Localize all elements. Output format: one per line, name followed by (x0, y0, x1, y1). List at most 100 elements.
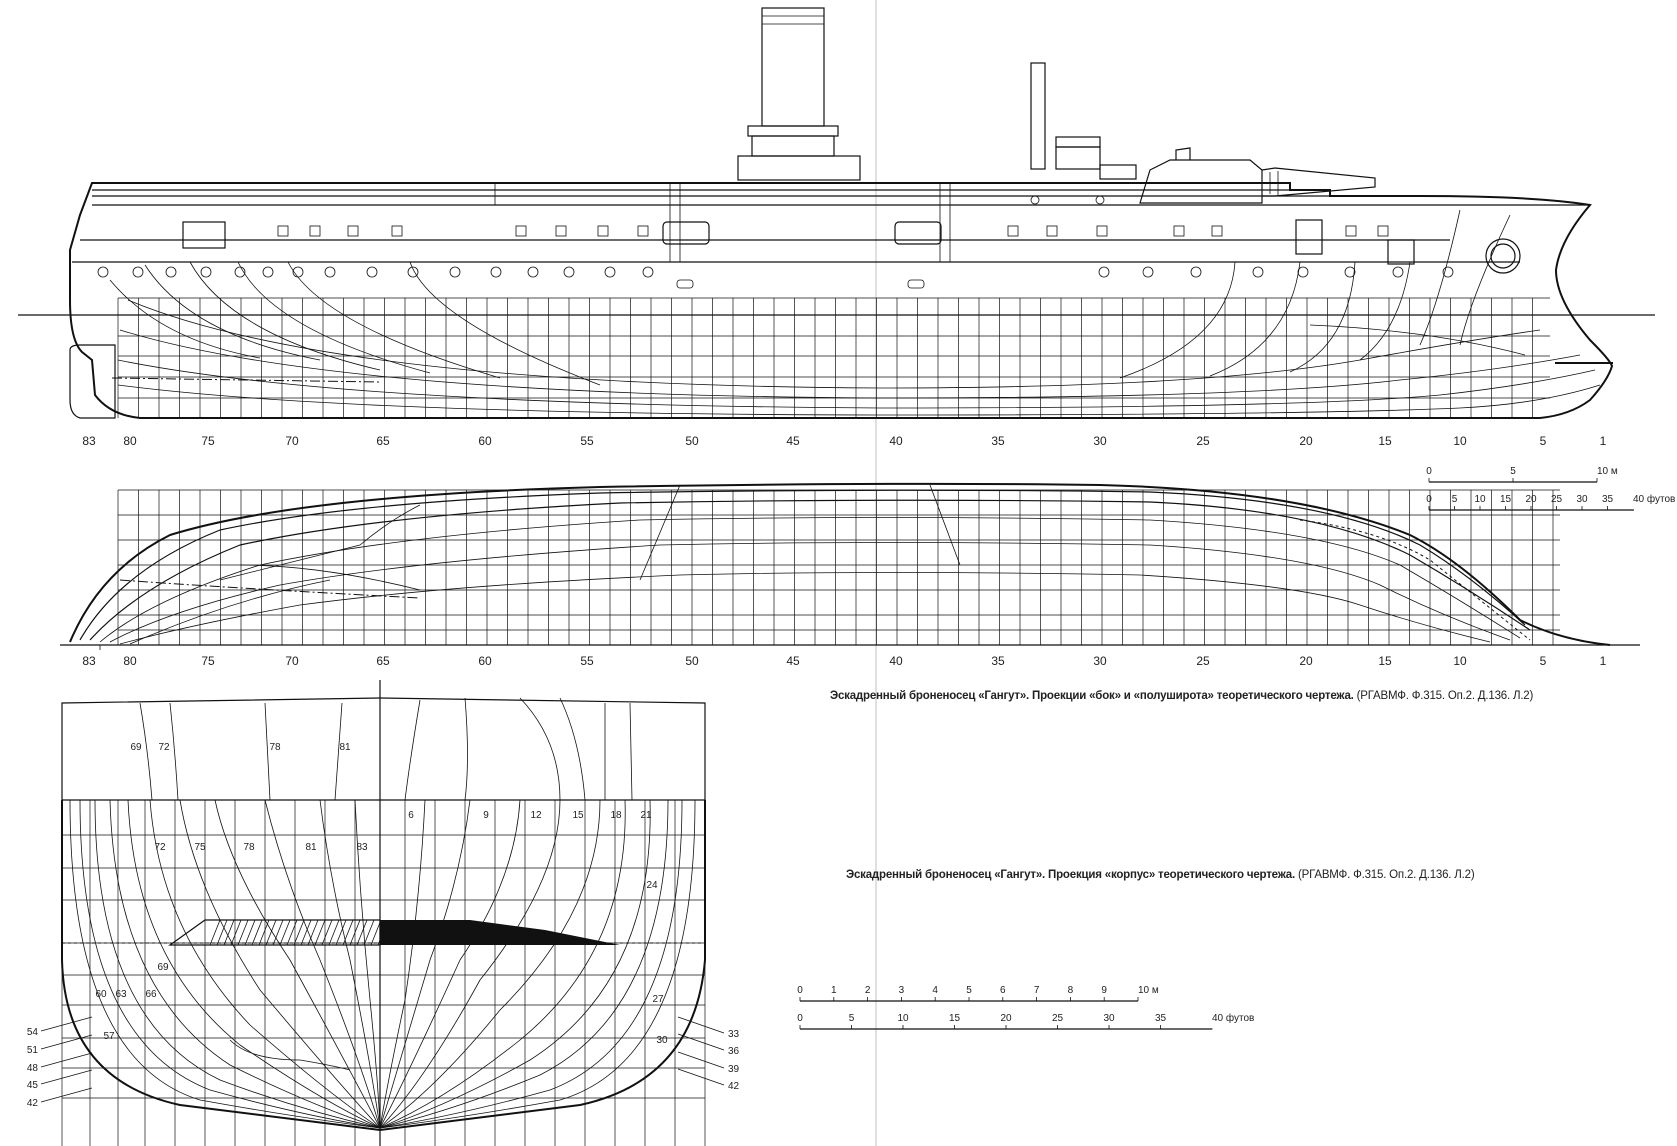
frame-label: 20 (1299, 434, 1313, 448)
body-label: 81 (305, 842, 317, 853)
profile-caption-source: (РГАВМФ. Ф.315. Оп.2. Д.136. Л.2) (1356, 690, 1534, 702)
body-label: 9 (483, 810, 489, 821)
frame-label: 35 (991, 434, 1005, 448)
scale-tick: 20 (1000, 1013, 1012, 1024)
scale-tick: 30 (1103, 1013, 1115, 1024)
frame-label: 25 (1196, 434, 1210, 448)
body-label: 72 (154, 842, 166, 853)
body-side-label: 54 (27, 1027, 39, 1038)
frame-label: 15 (1378, 434, 1392, 448)
frame-label: 60 (478, 654, 492, 668)
body-plan-grid (61, 800, 706, 1146)
frame-label: 1 (1600, 654, 1607, 668)
gun-turret (1139, 147, 1376, 204)
frame-label: 10 (1453, 654, 1467, 668)
frame-label: 50 (685, 434, 699, 448)
frame-label: 75 (201, 434, 215, 448)
funnel-aft (1030, 62, 1137, 180)
frame-label: 45 (786, 654, 800, 668)
frame-label: 60 (478, 434, 492, 448)
scale-tick: 6 (1000, 985, 1006, 996)
body-caption-source: (РГАВМФ. Ф.315. Оп.2. Д.136. Л.2) (1297, 869, 1475, 881)
scale-tick: 0 (797, 1013, 803, 1024)
scale-tick: 25 (1052, 1013, 1064, 1024)
frame-label: 30 (1093, 434, 1107, 448)
scale-tick: 0 (1426, 466, 1432, 477)
scale-tick: 35 (1602, 494, 1614, 505)
body-side-label: 39 (728, 1064, 740, 1075)
frame-label: 20 (1299, 654, 1313, 668)
profile-caption: Эскадренный броненосец «Гангут». Проекци… (830, 690, 1533, 702)
body-caption: Эскадренный броненосец «Гангут». Проекци… (846, 869, 1475, 881)
body-label: 15 (572, 810, 584, 821)
frame-label: 5 (1540, 434, 1547, 448)
body-label: 60 (95, 989, 107, 1000)
body-label: 21 (640, 810, 652, 821)
scuttles (97, 266, 1454, 278)
scale-unit: 10 м (1597, 466, 1618, 477)
frame-label: 70 (285, 434, 299, 448)
frame-label: 55 (580, 434, 594, 448)
body-label: 66 (145, 989, 157, 1000)
body-label: 81 (339, 742, 351, 753)
body-side-label: 45 (27, 1080, 39, 1091)
body-label: 78 (269, 742, 281, 753)
frame-label: 83 (82, 654, 96, 668)
scale-tick: 20 (1525, 494, 1537, 505)
frame-label: 40 (889, 654, 903, 668)
body-label: 24 (646, 880, 658, 891)
frame-label: 65 (376, 434, 390, 448)
aft-sections (69, 702, 381, 1129)
body-side-label: 36 (728, 1046, 740, 1057)
scale-tick: 15 (1500, 494, 1512, 505)
frame-label: 35 (991, 654, 1005, 668)
frame-label: 70 (285, 654, 299, 668)
body-label: 6 (408, 810, 414, 821)
body-label: 83 (356, 842, 368, 853)
body-label: 75 (194, 842, 206, 853)
scale-tick: 35 (1155, 1013, 1167, 1024)
frame-label: 1 (1600, 434, 1607, 448)
frame-label: 80 (123, 654, 137, 668)
body-label: 69 (130, 742, 142, 753)
frame-label: 30 (1093, 654, 1107, 668)
body-label: 69 (157, 962, 169, 973)
square-ports (182, 195, 1521, 289)
frame-label: 25 (1196, 654, 1210, 668)
frame-label: 55 (580, 654, 594, 668)
frame-label: 15 (1378, 654, 1392, 668)
body-side-label: 51 (27, 1045, 39, 1056)
armor-deck (168, 919, 620, 946)
frame-label: 45 (786, 434, 800, 448)
scale-unit: 10 м (1138, 985, 1159, 996)
scale-tick: 15 (949, 1013, 961, 1024)
body-label: 72 (158, 742, 170, 753)
frame-label: 10 (1453, 434, 1467, 448)
frame-label: 5 (1540, 654, 1547, 668)
frame-label: 40 (889, 434, 903, 448)
body-label: 27 (652, 994, 664, 1005)
funnel-main (737, 7, 861, 181)
scale-tick: 30 (1576, 494, 1588, 505)
profile-buttocks (109, 209, 1613, 416)
profile-caption-title: Эскадренный броненосец «Гангут». Проекци… (830, 690, 1354, 702)
scale-tick: 5 (966, 985, 972, 996)
body-label: 63 (115, 989, 127, 1000)
scale-tick: 5 (1452, 494, 1458, 505)
frame-label: 80 (123, 434, 137, 448)
scale-tick: 7 (1034, 985, 1040, 996)
body-label: 78 (243, 842, 255, 853)
body-caption-title: Эскадренный броненосец «Гангут». Проекци… (846, 869, 1295, 881)
fore-sections (379, 697, 696, 1129)
scale-unit: 40 футов (1212, 1012, 1254, 1024)
scale-tick: 10 (897, 1013, 909, 1024)
scale-tick: 2 (865, 985, 871, 996)
scale-unit: 40 футов (1633, 493, 1675, 505)
